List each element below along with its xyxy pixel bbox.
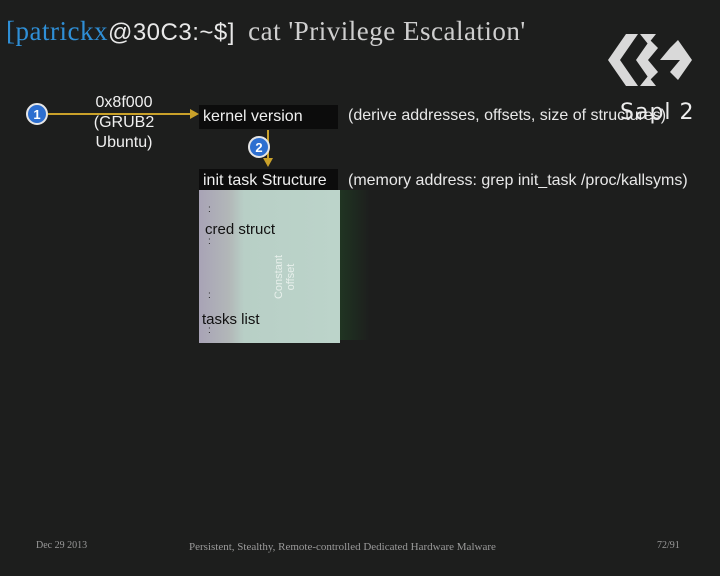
kernel-version-box: kernel version (199, 105, 338, 129)
ccc-logo-icon (608, 34, 692, 86)
init-task-note: (memory address: grep init_task /proc/ka… (348, 172, 688, 189)
kernel-version-note: (derive addresses, offsets, size of stru… (348, 107, 667, 124)
prompt-host: @30C3:~$] (107, 19, 235, 46)
ellipsis-1: : (208, 204, 211, 215)
cred-struct-field: cred struct (205, 221, 276, 238)
slide-label: Sapl 2 (620, 100, 695, 125)
offset-label-line2: offset (285, 263, 297, 291)
ellipsis-3: : (208, 290, 211, 301)
address-value: 0x8f000 (95, 94, 153, 111)
footer-title: Persistent, Stealthy, Remote-controlled … (189, 541, 496, 553)
address-note: (GRUB2 Ubuntu) (93, 114, 155, 151)
decorative-glow (340, 190, 370, 340)
ellipsis-4: : (208, 325, 211, 336)
tasks-list-field: tasks list (202, 311, 260, 328)
offset-label-line1: Constant (273, 254, 285, 300)
constant-offset-label: Constant offset (273, 247, 303, 307)
prompt-user: patrickx (15, 16, 108, 46)
prompt-bracket: [ (6, 16, 16, 46)
footer-page-number: 72/91 (657, 540, 680, 551)
init-task-structure (199, 190, 340, 343)
arrow-2-head (263, 158, 273, 167)
slide-title: [patrickx@30C3:~$] cat 'Privilege Escala… (6, 16, 526, 56)
init-task-box: init task Structure (199, 169, 338, 193)
step-2-badge: 2 (248, 136, 270, 158)
ellipsis-2: : (208, 236, 211, 247)
prompt-command: cat 'Privilege Escalation' (248, 16, 526, 46)
grub-address: 0x8f000 (GRUB2 Ubuntu) (68, 93, 180, 153)
arrow-1-head (190, 109, 199, 119)
footer-date: Dec 29 2013 (36, 540, 88, 551)
step-1-badge: 1 (26, 103, 48, 125)
